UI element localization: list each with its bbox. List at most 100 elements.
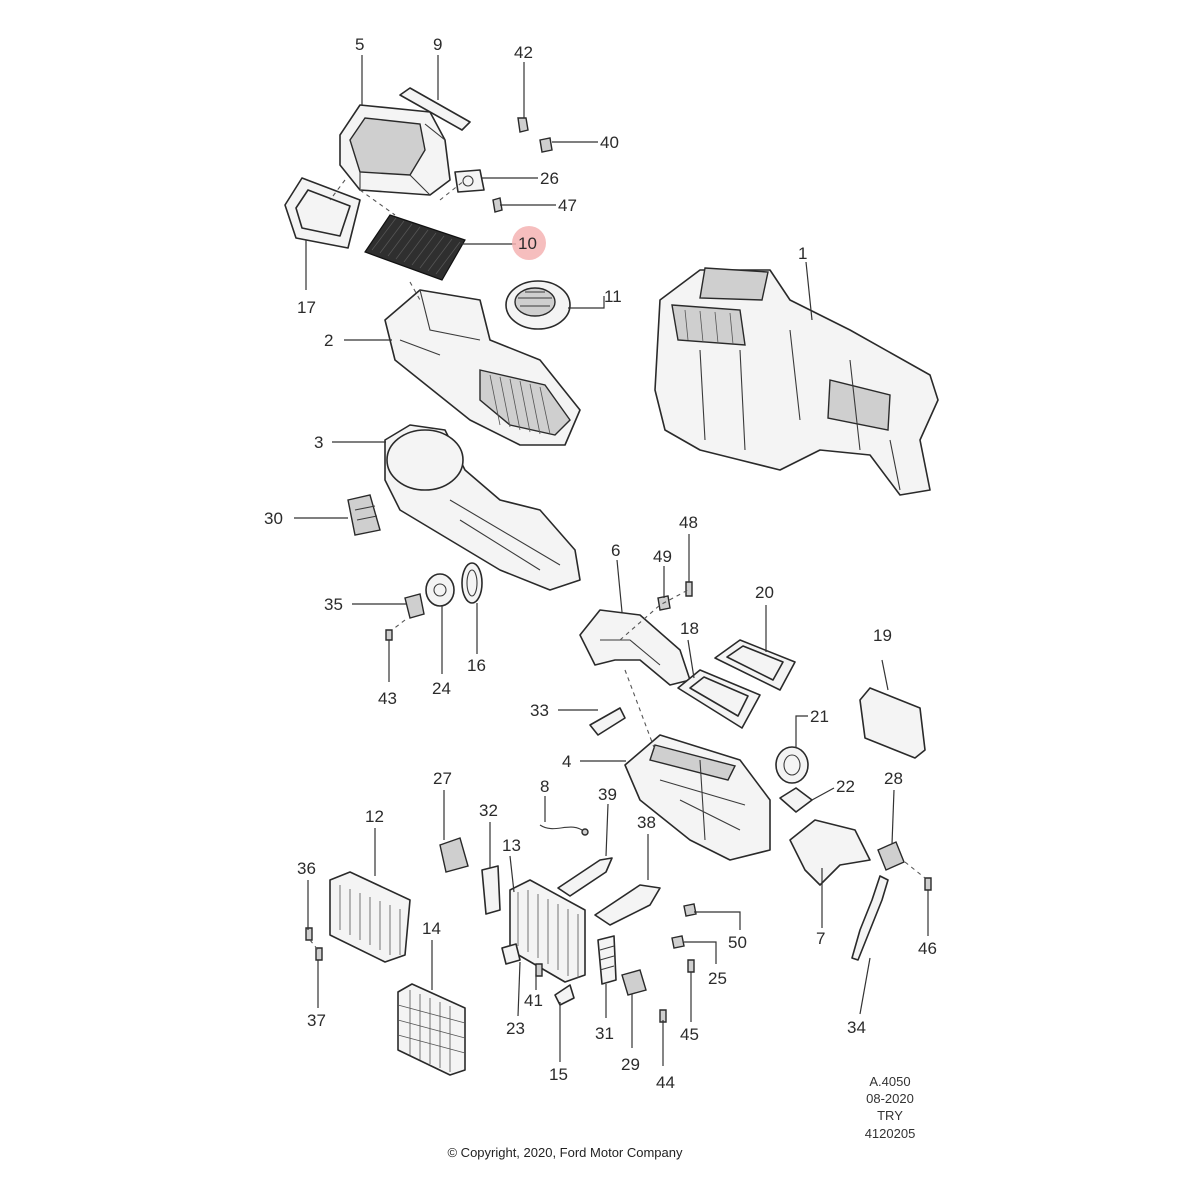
- drawing-code-line-4: 4120205: [865, 1126, 916, 1141]
- callout-39: 39: [598, 785, 617, 804]
- callout-35: 35: [324, 595, 343, 614]
- part-34-seal-strip: [851, 875, 889, 961]
- callout-22: 22: [836, 777, 855, 796]
- callout-23: 23: [506, 1019, 525, 1038]
- part-46-screw: [924, 877, 932, 891]
- part-10-cabin-air-filter: [364, 214, 466, 281]
- callout-30: 30: [264, 509, 283, 528]
- callout-33: 33: [530, 701, 549, 720]
- callout-20: 20: [755, 583, 774, 602]
- part-6-air-duct: [579, 609, 691, 686]
- callout-19: 19: [873, 626, 892, 645]
- callout-4: 4: [562, 752, 571, 771]
- callout-10: 10: [518, 234, 537, 253]
- callout-29: 29: [621, 1055, 640, 1074]
- callout-45: 45: [680, 1025, 699, 1044]
- part-36-screw: [305, 927, 313, 941]
- callout-41: 41: [524, 991, 543, 1010]
- callout-18: 18: [680, 619, 699, 638]
- callout-28: 28: [884, 769, 903, 788]
- part-21-grommet: [775, 746, 809, 784]
- callout-49: 49: [653, 547, 672, 566]
- callout-25: 25: [708, 969, 727, 988]
- callout-numbers: 1 2 3 4 5 6 7 8 9 10 11 12 13 14 15 16 1…: [264, 35, 937, 1092]
- callout-12: 12: [365, 807, 384, 826]
- part-35-bracket: [404, 593, 425, 619]
- part-18-seal: [677, 669, 761, 729]
- part-45-screw: [687, 959, 695, 973]
- part-17-gasket: [284, 177, 361, 249]
- part-48-screw: [685, 581, 693, 597]
- part-29-actuator: [621, 969, 647, 996]
- part-24-actuator: [425, 573, 455, 607]
- callout-14: 14: [422, 919, 441, 938]
- part-14-mesh-panel: [397, 983, 466, 1076]
- callout-37: 37: [307, 1011, 326, 1030]
- callout-21: 21: [810, 707, 829, 726]
- callout-27: 27: [433, 769, 452, 788]
- part-22-seal: [779, 787, 813, 813]
- part-11-blower-motor: [505, 280, 571, 330]
- callout-48: 48: [679, 513, 698, 532]
- callout-40: 40: [600, 133, 619, 152]
- callout-42: 42: [514, 43, 533, 62]
- part-7-duct: [789, 819, 871, 886]
- part-1-hvac-main-module: [654, 267, 939, 496]
- part-13-evaporator-core: [509, 879, 586, 983]
- part-26-actuator: [454, 169, 485, 193]
- callout-5: 5: [355, 35, 364, 54]
- callout-31: 31: [595, 1024, 614, 1043]
- callout-34: 34: [847, 1018, 866, 1037]
- highlight-marker: [512, 226, 546, 260]
- callout-24: 24: [432, 679, 451, 698]
- drawing-code-line-2: 08-2020: [866, 1091, 914, 1106]
- callout-47: 47: [558, 196, 577, 215]
- leader-lines: [294, 55, 929, 1066]
- callout-50: 50: [728, 933, 747, 952]
- part-16-seal-ring: [461, 562, 483, 604]
- part-25-clip: [671, 935, 685, 949]
- callout-32: 32: [479, 801, 498, 820]
- part-31-sensor: [597, 935, 617, 985]
- part-19-cover-panel: [859, 687, 926, 759]
- part-30-blower-resistor: [347, 494, 381, 536]
- drawing-code-block: A.4050 08-2020 TRY 4120205: [865, 1074, 916, 1141]
- part-50-screw: [683, 903, 697, 917]
- part-38-duct: [594, 884, 661, 926]
- part-20-seal: [714, 639, 796, 691]
- callout-6: 6: [611, 541, 620, 560]
- part-42-clip: [517, 117, 529, 133]
- assembly-lines: [309, 179, 926, 951]
- part-44-screw: [659, 1009, 667, 1023]
- part-28-actuator: [877, 841, 905, 871]
- callout-17: 17: [297, 298, 316, 317]
- callout-44: 44: [656, 1073, 675, 1092]
- callout-3: 3: [314, 433, 323, 452]
- part-43-screw: [385, 629, 393, 641]
- callout-7: 7: [816, 929, 825, 948]
- part-5-blower-housing-upper: [339, 104, 451, 196]
- callout-8: 8: [540, 777, 549, 796]
- part-39-duct: [557, 857, 613, 897]
- callout-16: 16: [467, 656, 486, 675]
- drawing-code-line-3: TRY: [877, 1108, 903, 1123]
- part-40-fastener: [539, 137, 553, 153]
- part-4-lower-module: [624, 734, 771, 861]
- callout-9: 9: [433, 35, 442, 54]
- callout-26: 26: [540, 169, 559, 188]
- part-41-screw: [535, 963, 543, 977]
- part-3-lower-case: [384, 424, 581, 591]
- callout-38: 38: [637, 813, 656, 832]
- part-12-heater-core: [329, 871, 411, 963]
- callout-11: 11: [604, 287, 622, 306]
- part-32-sensor: [481, 865, 501, 915]
- drawing-code-line-1: A.4050: [869, 1074, 910, 1089]
- part-27-actuator: [439, 837, 469, 873]
- callout-2: 2: [324, 331, 333, 350]
- callout-15: 15: [549, 1065, 568, 1084]
- part-23-bracket: [501, 943, 521, 965]
- part-8-wire-harness: [539, 824, 589, 836]
- part-9-seal-strip: [399, 87, 471, 131]
- part-2-housing-case: [384, 289, 581, 446]
